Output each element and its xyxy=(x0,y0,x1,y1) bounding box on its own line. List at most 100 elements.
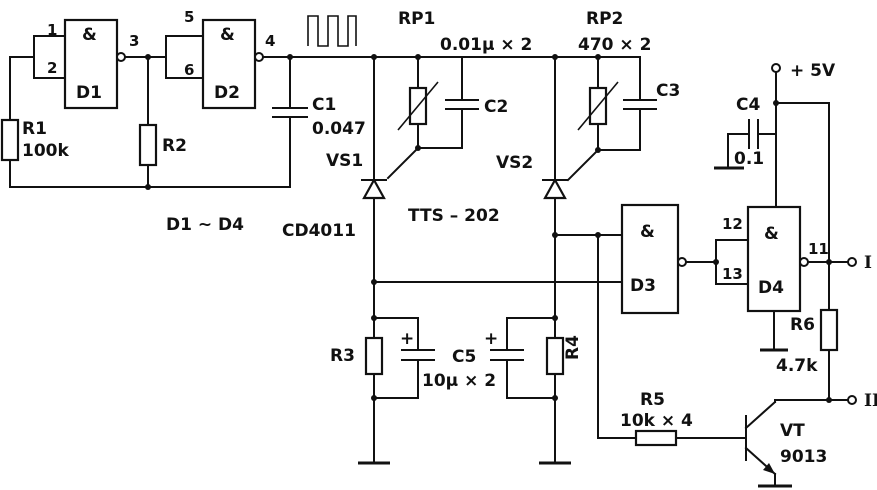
gate-d4-label: D4 xyxy=(758,278,784,298)
rp2-value: 470 × 2 xyxy=(578,35,651,55)
capacitor-c4-left-wire xyxy=(727,133,750,169)
capacitor-c5-value: 10μ × 2 xyxy=(422,371,496,391)
c3-bottom-wire xyxy=(597,108,641,151)
c2-bottom-wire xyxy=(417,108,463,149)
gate-d2-label: D2 xyxy=(214,83,240,103)
square-wave-icon xyxy=(307,15,357,47)
gate-d4: & D4 12 13 11 xyxy=(722,205,829,313)
gate-d1-and-symbol: & xyxy=(82,25,97,45)
capacitor-c5b-plus: + xyxy=(484,329,498,349)
scr-vs1-label: VS1 xyxy=(326,151,363,171)
junction-d1-out xyxy=(145,54,151,60)
gate-d2-and-symbol: & xyxy=(220,25,235,45)
capacitor-c3: C3 xyxy=(623,81,680,110)
capacitor-c5a: + xyxy=(400,329,435,361)
gate-d3-inverter-bubble xyxy=(677,257,687,267)
scr-vs1-triangle xyxy=(362,177,386,200)
resistor-r2-body xyxy=(138,123,158,167)
resistor-r6-value: 4.7k xyxy=(776,356,818,376)
scr-vs2-label: VS2 xyxy=(496,153,533,173)
rp2-label: RP2 xyxy=(586,9,623,29)
r6-supply-wire xyxy=(775,102,830,263)
resistor-r3: R3 xyxy=(330,336,384,376)
capacitor-c2: C2 xyxy=(445,97,508,117)
capacitor-c4-value: 0.1 xyxy=(734,149,764,169)
capacitor-c2-label: C2 xyxy=(484,97,508,117)
junction-vs2-cathode xyxy=(552,232,558,238)
junction-r3-bottom xyxy=(371,395,377,401)
scr-vs2: VS2 xyxy=(496,153,568,200)
gate-d1-inverter-bubble xyxy=(116,52,126,62)
gate-d4-inverter-bubble xyxy=(799,257,809,267)
pin-6-label: 6 xyxy=(184,61,194,79)
capacitor-c1-value: 0.047 xyxy=(312,119,366,139)
ic-range-label: D1 ~ D4 xyxy=(166,215,244,235)
rp1-label: RP1 xyxy=(398,9,435,29)
vcc-label: + 5V xyxy=(790,61,836,81)
pin-11-label: 11 xyxy=(808,240,829,258)
resistor-r5: R5 10k × 4 xyxy=(620,390,693,447)
pin-12-label: 12 xyxy=(722,215,743,233)
output-ii-label: II xyxy=(864,391,877,411)
resistor-r5-value: 10k × 4 xyxy=(620,411,693,431)
capacitor-c1: C1 0.047 xyxy=(272,95,366,139)
resistor-r3-label: R3 xyxy=(330,346,355,366)
c5b-bottom-wire xyxy=(506,359,556,399)
varistor-rp1-slash xyxy=(397,81,439,131)
resistor-r1-body xyxy=(0,118,20,162)
transistor-vt: VT 9013 xyxy=(744,400,827,476)
resistor-r6-label: R6 xyxy=(790,315,815,335)
gate-d3-and-symbol: & xyxy=(640,222,655,242)
output-i-terminal xyxy=(847,257,857,267)
transistor-vt-label: VT xyxy=(780,421,805,441)
transistor-vt-collector xyxy=(744,400,777,430)
c5b-top-wire xyxy=(506,317,556,351)
gate-d2-inverter-bubble xyxy=(254,52,264,62)
output-i-label: I xyxy=(864,253,872,273)
capacitor-c5a-plus: + xyxy=(400,329,414,349)
transistor-vt-value: 9013 xyxy=(780,447,827,467)
resistor-r1: R1 100k xyxy=(0,118,69,162)
resistor-r2: R2 xyxy=(138,123,187,167)
vcc-terminal xyxy=(771,63,781,73)
resistor-r4: R4 xyxy=(545,335,583,376)
output-ii-terminal xyxy=(847,395,857,405)
c2-top-wire xyxy=(417,56,463,101)
junction-r4-bottom xyxy=(552,395,558,401)
resistor-r1-value: 100k xyxy=(22,141,69,161)
r5-feed-wire xyxy=(597,234,637,439)
pin-1-label: 1 xyxy=(47,21,57,39)
pin-5-label: 5 xyxy=(184,8,194,26)
scr-vs2-triangle xyxy=(543,177,567,200)
resistor-r1-label: R1 xyxy=(22,119,47,139)
pin-3-label: 3 xyxy=(129,32,139,50)
junction-r4-top xyxy=(552,315,558,321)
capacitor-c1-label: C1 xyxy=(312,95,336,115)
rp1-value: 0.01μ × 2 xyxy=(440,35,532,55)
resistor-r5-body xyxy=(634,429,678,447)
transistor-vt-arrow xyxy=(763,463,775,474)
d2-input-tie-wire xyxy=(165,35,204,79)
resistor-r2-label: R2 xyxy=(162,136,187,156)
c5a-top-wire xyxy=(373,317,419,351)
varistor-rp2-slash xyxy=(577,81,619,131)
gate-d1-label: D1 xyxy=(76,83,102,103)
scr-vs1: VS1 xyxy=(326,151,387,200)
gate-d1-body xyxy=(63,18,119,110)
varistor-rp2 xyxy=(577,81,619,131)
pin-13-label: 13 xyxy=(722,265,743,283)
scr-type-label: TTS – 202 xyxy=(408,206,500,226)
d4-input-tie-wire xyxy=(715,239,749,285)
junction-d3-input xyxy=(595,232,601,238)
c5a-bottom-wire xyxy=(373,359,419,399)
resistor-r5-label: R5 xyxy=(640,390,665,410)
gate-d4-and-symbol: & xyxy=(764,224,779,244)
capacitor-c4: C4 0.1 xyxy=(727,95,777,169)
gate-d2-body xyxy=(201,18,257,110)
capacitor-c5-label: C5 xyxy=(452,347,476,367)
resistor-r4-body xyxy=(545,336,565,376)
vs1-gate-wire xyxy=(386,146,420,180)
gate-d3-label: D3 xyxy=(630,276,656,296)
gate-d3: & D3 xyxy=(620,203,687,315)
